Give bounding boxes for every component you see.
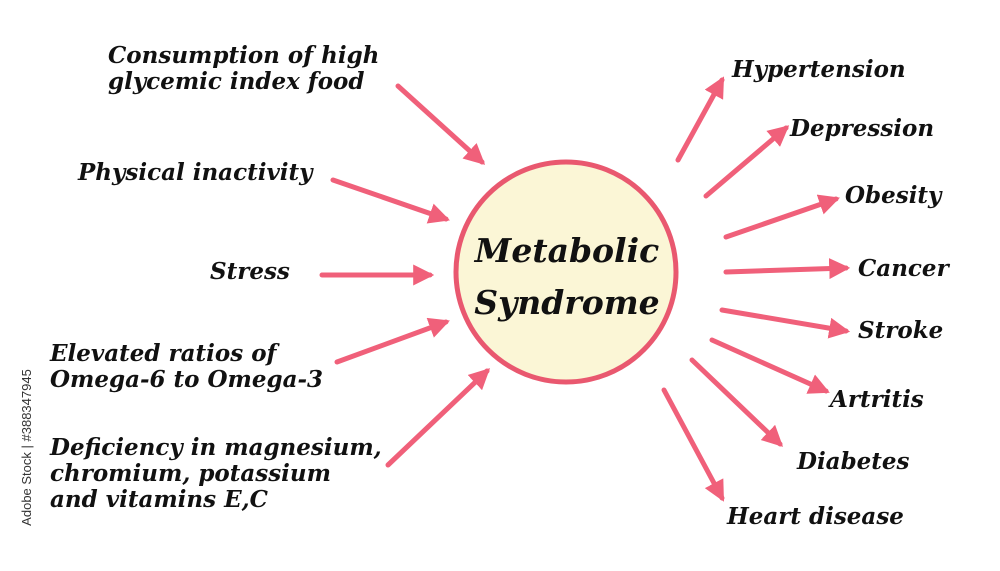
cause-stress-line1: Stress [210,258,290,285]
arrow-effect-cancer [723,258,851,280]
cause-mineral-deficiency: Deficiency in magnesium, chromium, potas… [50,435,382,513]
arrow-cause-physical-inactivity [330,177,450,224]
arrow-effect-artritis [709,337,830,394]
cause-mineral-deficiency-line3: and vitamins E,C [50,486,268,513]
arrow-effect-heart-disease [661,387,725,502]
arrow-cause-mineral-deficiency [385,368,491,468]
cause-omega-ratio-line1: Elevated ratios of [50,340,277,367]
cause-glycemic-food-line2: glycemic index food [108,68,365,95]
cause-mineral-deficiency-line2: chromium, potassium [50,460,331,487]
arrow-effect-diabetes [689,357,784,447]
effect-hypertension: Hypertension [732,56,906,83]
center-title-line2: Syndrome [474,283,660,322]
center-title: Metabolic Syndrome [452,225,682,329]
cause-omega-ratio-line2: Omega-6 to Omega-3 [50,366,324,393]
effect-heart-disease: Heart disease [727,503,904,530]
effect-obesity: Obesity [845,182,942,209]
arrow-effect-stroke [719,307,851,339]
arrow-effect-obesity [723,194,840,240]
arrow-cause-glycemic-food [395,83,486,165]
effect-diabetes: Diabetes [797,448,910,475]
arrow-cause-omega-ratio [334,317,450,365]
side-credit: Adobe Stock | #388347945 [18,369,34,526]
arrow-effect-hypertension [675,76,725,163]
cause-mineral-deficiency-line1: Deficiency in magnesium, [50,434,382,461]
effect-depression: Depression [790,115,935,142]
cause-glycemic-food: Consumption of high glycemic index food [108,43,379,95]
effect-artritis: Artritis [830,386,924,413]
cause-glycemic-food-line1: Consumption of high [108,42,380,69]
center-circle [453,159,679,385]
cause-physical-inactivity: Physical inactivity [78,160,313,186]
cause-stress: Stress [210,259,290,285]
cause-omega-ratio: Elevated ratios of Omega-6 to Omega-3 [50,341,323,393]
arrow-effect-depression [703,125,790,199]
arrows-group [319,76,851,502]
center-title-line1: Metabolic [474,231,660,270]
cause-physical-inactivity-line1: Physical inactivity [78,159,313,186]
effect-cancer: Cancer [858,255,949,282]
effect-stroke: Stroke [858,317,944,344]
